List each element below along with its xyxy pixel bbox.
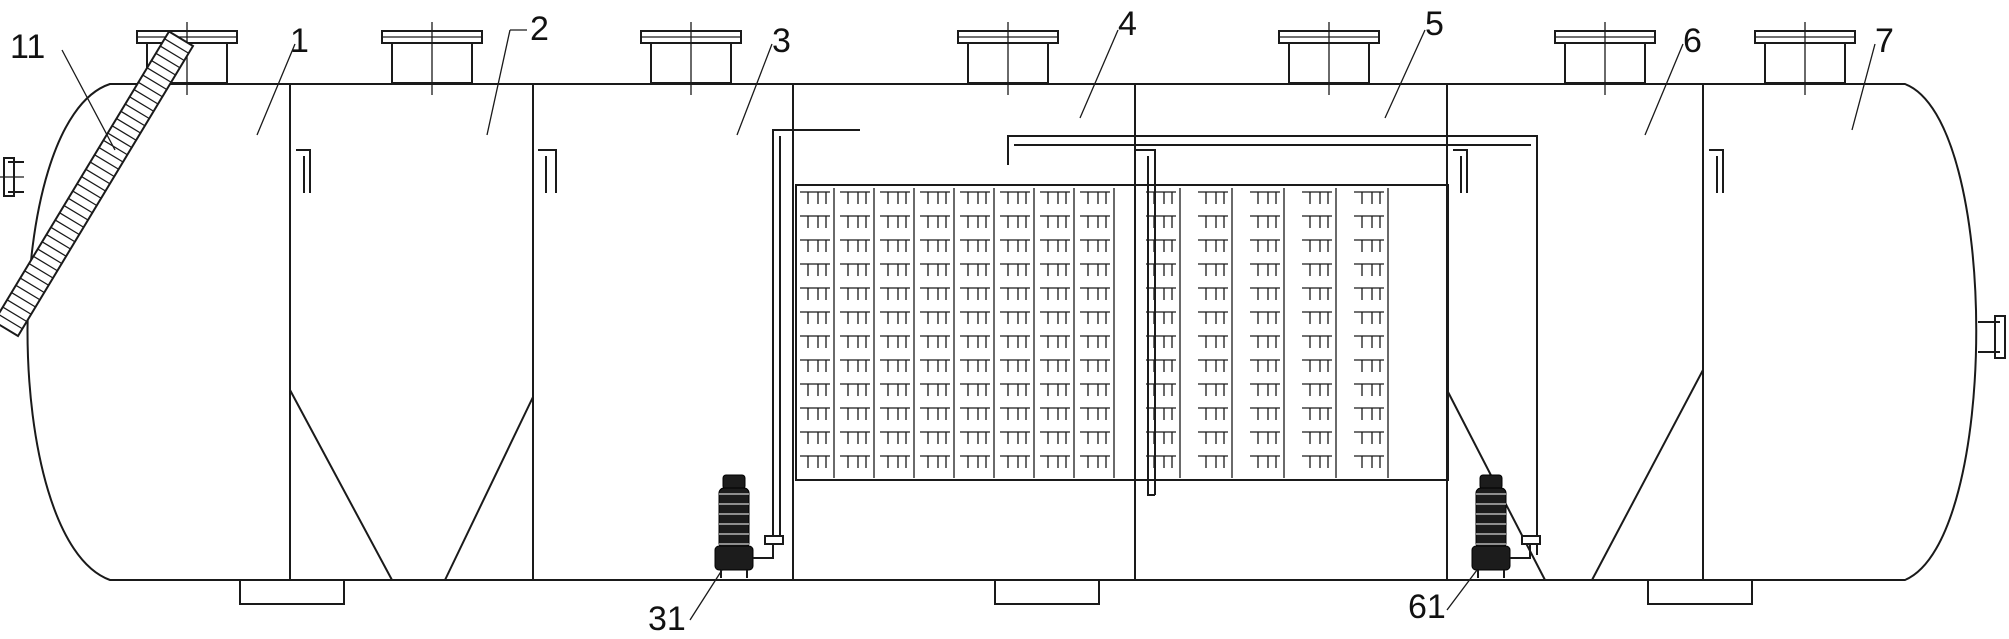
flange-icon <box>1754 22 1856 95</box>
support-right <box>1647 579 1753 605</box>
flange-icon <box>1554 22 1656 95</box>
flange-icon <box>1278 22 1380 95</box>
pipe-icon <box>1709 149 1724 193</box>
overflow-pipes <box>296 149 1724 193</box>
leader-lines <box>61 29 1876 621</box>
distribution-pipes <box>772 129 1538 555</box>
label-5: 5 <box>1425 5 1444 43</box>
side-nozzle-left <box>0 157 24 197</box>
pump-61 <box>1471 474 1541 578</box>
tank-body <box>26 83 1978 581</box>
label-3: 3 <box>772 22 791 60</box>
bottom-supports <box>239 579 1753 605</box>
label-4: 4 <box>1118 5 1137 43</box>
side-nozzle-right <box>1978 315 2006 359</box>
pump-31 <box>714 474 784 578</box>
pipe-icon <box>538 149 557 193</box>
pipe-icon <box>296 149 311 193</box>
flange-icon <box>640 22 742 95</box>
label-11: 11 <box>10 28 45 66</box>
label-7: 7 <box>1875 22 1894 60</box>
label-61: 61 <box>1408 588 1446 626</box>
label-31: 31 <box>648 600 686 638</box>
label-1: 1 <box>290 22 309 60</box>
pump-icon <box>714 474 784 578</box>
partitions <box>289 84 1704 580</box>
support-middle <box>994 579 1100 605</box>
pump-icon <box>1471 474 1541 578</box>
hopper-slopes <box>289 369 1704 581</box>
media-module <box>795 184 1449 481</box>
top-nozzles <box>136 22 1856 95</box>
screen-icon <box>0 30 195 338</box>
pipe-icon <box>1453 149 1468 193</box>
label-6: 6 <box>1683 22 1702 60</box>
support-left <box>239 579 345 605</box>
reference-labels: 11 1 2 3 4 5 6 7 31 61 <box>10 5 1894 638</box>
flange-icon <box>957 22 1059 95</box>
label-2: 2 <box>530 10 549 48</box>
flange-icon <box>381 22 483 95</box>
